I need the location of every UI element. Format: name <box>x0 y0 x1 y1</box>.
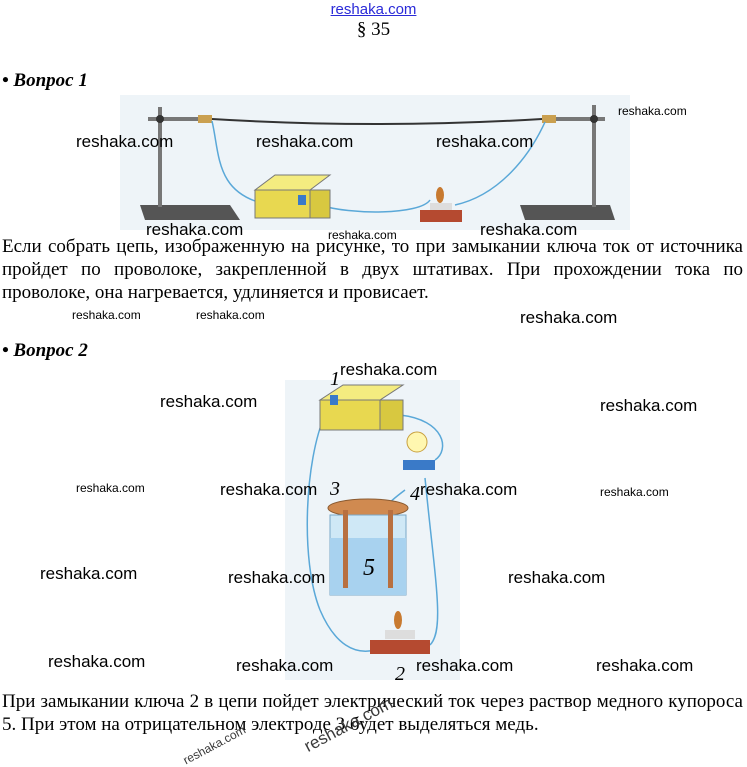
watermark: reshaka.com <box>600 396 698 415</box>
watermark: reshaka.com <box>256 132 354 151</box>
watermark: reshaka.com <box>160 392 258 411</box>
watermark: reshaka.com <box>146 220 244 239</box>
watermark: reshaka.com <box>72 308 141 322</box>
question-2-answer: При замыкании ключа 2 в цепи пойдет элек… <box>2 691 743 735</box>
watermark: reshaka.com <box>416 656 514 675</box>
watermark: reshaka.com <box>236 656 334 675</box>
label-key: 2 <box>395 663 405 685</box>
watermark: reshaka.com <box>340 360 438 379</box>
figure-wire-experiment <box>120 95 630 230</box>
section-number: § 35 <box>356 19 391 40</box>
watermark: reshaka.com <box>40 564 138 583</box>
question-2-heading: • Вопрос 2 <box>2 340 88 361</box>
site-link[interactable]: reshaka.com <box>330 1 417 18</box>
watermark: reshaka.com <box>228 568 326 587</box>
question-1-answer: Если собрать цепь, изображенную на рисун… <box>2 236 743 303</box>
watermark: reshaka.com <box>328 228 397 242</box>
label-solution: 5 <box>363 555 375 581</box>
watermark: reshaka.com <box>220 480 318 499</box>
watermark: reshaka.com <box>196 308 265 322</box>
watermark: reshaka.com <box>76 481 145 495</box>
label-electrode: 3 <box>329 478 340 500</box>
label-source: 1 <box>330 368 340 390</box>
question-1-heading: • Вопрос 1 <box>2 70 88 91</box>
watermark: reshaka.com <box>596 656 694 675</box>
watermark: reshaka.com <box>420 480 518 499</box>
watermark: reshaka.com <box>520 308 618 327</box>
figure-electrolysis-circuit: 1 2 3 4 5 <box>285 368 460 685</box>
watermark: reshaka.com <box>76 132 174 151</box>
watermark: reshaka.com <box>600 485 669 499</box>
watermark: reshaka.com <box>508 568 606 587</box>
watermark: reshaka.com <box>618 104 687 118</box>
label-lamp: 4 <box>410 483 420 505</box>
watermark: reshaka.com <box>436 132 534 151</box>
watermark: reshaka.com <box>480 220 578 239</box>
watermark: reshaka.com <box>48 652 146 671</box>
